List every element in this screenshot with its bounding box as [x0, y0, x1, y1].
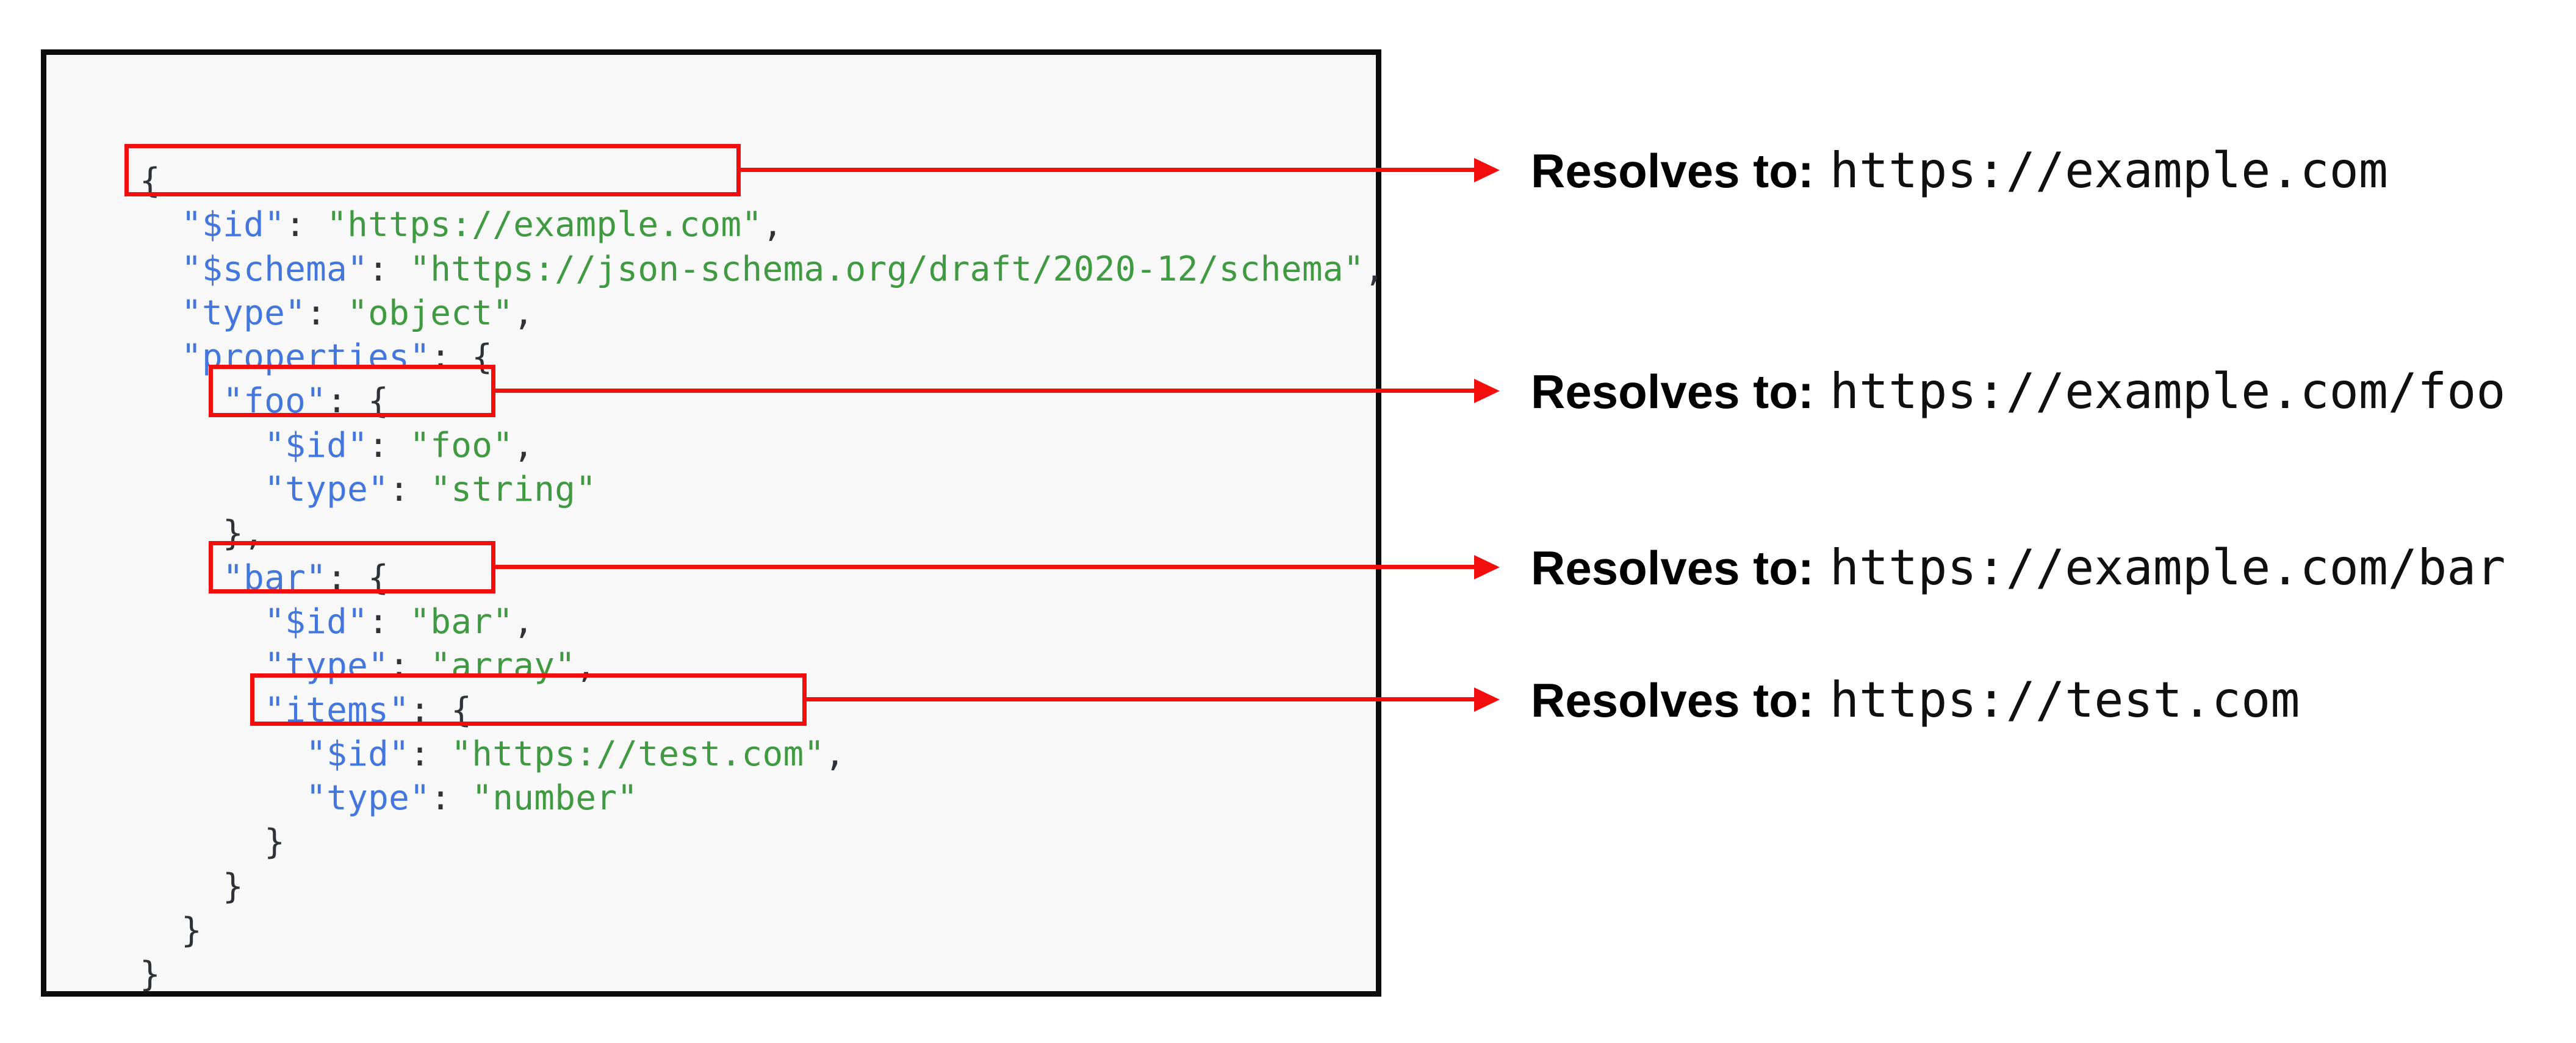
annotation-foo-id: Resolves to: https://example.com/foo: [1531, 363, 2506, 420]
code-token: "foo": [409, 425, 514, 465]
code-token: :: [306, 293, 348, 333]
code-token: [140, 337, 181, 377]
code-line: "$id": "https://test.com",: [140, 733, 1385, 776]
code-token: "$id": [264, 425, 369, 465]
code-token: "type": [264, 470, 389, 510]
code-token: }: [140, 866, 244, 906]
annotation-root-id: Resolves to: https://example.com: [1531, 142, 2388, 199]
code-token: [140, 646, 264, 686]
arrow-root-id: [741, 158, 1500, 182]
code-token: "https://json-schema.org/draft/2020-12/s…: [409, 249, 1364, 289]
highlight-box-foo-id: [209, 365, 495, 417]
resolved-url: https://example.com/foo: [1829, 363, 2506, 420]
code-token: },: [140, 514, 265, 554]
highlight-box-items-id: [250, 673, 807, 726]
resolved-url: https://example.com: [1829, 142, 2388, 199]
highlight-box-root-id: [124, 144, 741, 196]
code-token: }: [140, 911, 203, 951]
code-token: ,: [513, 293, 534, 333]
arrow-head-icon: [1474, 555, 1500, 579]
annotation-bar-id: Resolves to: https://example.com/bar: [1531, 539, 2506, 596]
resolves-label: Resolves to:: [1531, 365, 1814, 418]
code-line: },: [140, 512, 1385, 556]
code-token: "type": [181, 293, 306, 333]
code-token: : {: [430, 337, 493, 378]
arrow-bar-id: [495, 555, 1500, 579]
code-token: :: [285, 205, 327, 245]
code-token: "$id": [181, 205, 286, 245]
code-token: [140, 426, 264, 465]
resolves-label: Resolves to:: [1531, 541, 1814, 595]
arrow-shaft: [495, 389, 1478, 393]
arrow-head-icon: [1474, 687, 1500, 712]
arrow-shaft: [741, 168, 1478, 172]
code-token: "https://example.com": [326, 205, 763, 245]
code-line: "type": "array",: [140, 644, 1385, 688]
code-token: "$id": [306, 734, 410, 774]
code-line: "type": "string": [140, 468, 1385, 512]
code-line: "properties": {: [140, 335, 1385, 379]
code-token: "$schema": [181, 249, 369, 289]
code-token: ,: [762, 205, 783, 245]
code-token: :: [389, 470, 431, 510]
resolves-label: Resolves to:: [1531, 144, 1814, 198]
arrow-items-id: [807, 687, 1500, 712]
annotation-items-id: Resolves to: https://test.com: [1531, 672, 2300, 728]
code-line: "$id": "https://example.com",: [140, 203, 1385, 247]
code-token: ,: [824, 734, 846, 774]
code-line: }: [140, 909, 1385, 953]
code-token: :: [368, 249, 410, 289]
code-token: [140, 690, 264, 730]
code-token: "type": [264, 646, 389, 686]
code-token: [140, 205, 181, 245]
code-token: :: [409, 734, 452, 774]
arrow-shaft: [495, 565, 1478, 569]
code-line: "$id": "foo",: [140, 424, 1385, 468]
resolved-url: https://test.com: [1829, 672, 2300, 728]
code-line: "type": "object",: [140, 292, 1385, 335]
highlight-box-bar-id: [209, 541, 495, 593]
arrow-head-icon: [1474, 158, 1500, 182]
resolves-label: Resolves to:: [1531, 673, 1814, 727]
arrow-shaft: [807, 697, 1478, 701]
code-token: [140, 778, 306, 818]
code-token: [140, 602, 264, 642]
code-token: "object": [347, 293, 514, 333]
code-token: "type": [306, 778, 431, 819]
code-token: ,: [575, 646, 597, 686]
code-token: ,: [1364, 249, 1385, 289]
code-token: "properties": [181, 337, 431, 378]
code-token: "string": [430, 470, 597, 510]
code-token: :: [368, 601, 410, 642]
resolved-url: https://example.com/bar: [1829, 539, 2506, 596]
code-token: "https://test.com": [451, 734, 825, 774]
code-line: "type": "number": [140, 776, 1385, 820]
code-line: }: [140, 820, 1385, 864]
code-line: }: [140, 953, 1385, 997]
code-token: [140, 249, 181, 289]
code-token: [140, 734, 306, 774]
code-line: }: [140, 865, 1385, 909]
code-token: [140, 293, 181, 333]
code-token: :: [368, 425, 410, 465]
code-token: :: [430, 778, 472, 819]
code-token: }: [140, 822, 286, 862]
code-token: "$id": [264, 601, 369, 642]
code-token: ,: [513, 425, 534, 465]
arrow-head-icon: [1474, 379, 1500, 403]
code-line: "$id": "bar",: [140, 600, 1385, 644]
code-token: "number": [472, 778, 638, 819]
code-token: [140, 470, 264, 509]
arrow-foo-id: [495, 379, 1500, 403]
code-token: }: [140, 955, 161, 995]
code-token: "array": [430, 646, 576, 686]
code-line: "$schema": "https://json-schema.org/draf…: [140, 248, 1385, 292]
code-token: :: [389, 646, 431, 686]
code-token: ,: [513, 601, 534, 642]
code-token: "bar": [409, 601, 514, 642]
